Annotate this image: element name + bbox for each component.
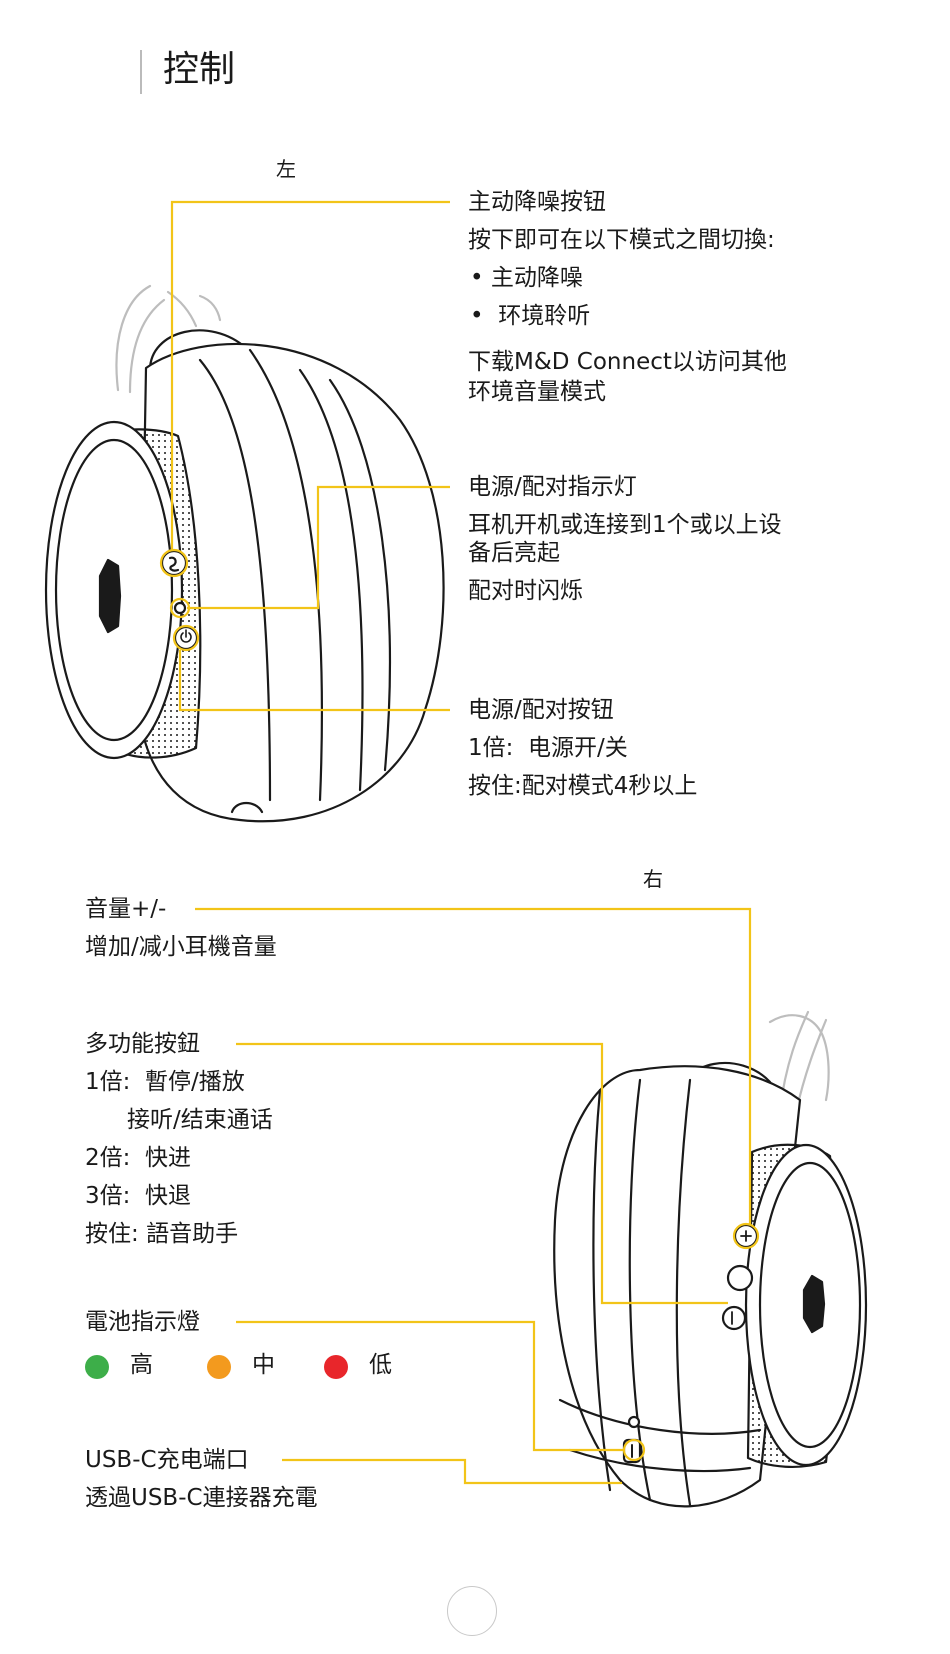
- anc-bullet-2: • 环境聆听: [470, 301, 590, 331]
- anc-heading: 主动降噪按钮: [468, 187, 606, 217]
- multi-row-2: 2倍: 快进: [85, 1143, 191, 1173]
- volume-heading: 音量+/-: [85, 894, 166, 924]
- multi-row-3: 3倍: 快退: [85, 1181, 191, 1211]
- battery-low-label: 低: [369, 1350, 392, 1380]
- page-number-circle: [447, 1586, 497, 1636]
- callout-usb: [282, 1460, 622, 1483]
- side-label-right: 右: [643, 866, 663, 892]
- power-line-1: 1倍: 电源开/关: [468, 733, 628, 763]
- anc-bullet-1: • 主动降噪: [470, 263, 583, 293]
- anc-bullet-1-text: 主动降噪: [491, 265, 583, 291]
- battery-high-label: 高: [130, 1350, 153, 1380]
- anc-desc: 按下即可在以下模式之間切換:: [468, 225, 775, 255]
- indicator-line-3: 配对时闪烁: [468, 576, 583, 606]
- anc-bullet-2-text: 环境聆听: [498, 303, 590, 329]
- multi-row-1b: 接听/结束通话: [127, 1105, 273, 1135]
- anc-note-line-2: 环境音量模式: [468, 377, 606, 407]
- power-heading: 电源/配对按钮: [468, 695, 614, 725]
- multi-row-3-key: 3倍:: [85, 1183, 130, 1209]
- anc-note-line-1: 下载M&D Connect以访问其他: [468, 347, 787, 377]
- multi-row-2-key: 2倍:: [85, 1145, 130, 1171]
- power-line-2-value: 配对模式4秒以上: [522, 773, 698, 799]
- usb-desc: 透過USB-C連接器充電: [85, 1483, 318, 1513]
- battery-mid-dot: [207, 1355, 231, 1379]
- multi-heading: 多功能按鈕: [85, 1029, 200, 1059]
- battery-mid-label: 中: [252, 1350, 275, 1380]
- battery-low-dot: [324, 1355, 348, 1379]
- multi-row-2-value: 快进: [145, 1145, 191, 1171]
- side-label-left: 左: [276, 156, 296, 182]
- multi-row-1-key: 1倍:: [85, 1069, 130, 1095]
- multi-row-4: 按住: 語音助手: [85, 1219, 238, 1249]
- battery-heading: 電池指示燈: [85, 1307, 200, 1337]
- indicator-line-2: 备后亮起: [468, 538, 560, 568]
- multi-row-3-value: 快退: [145, 1183, 191, 1209]
- multi-row-4-value: 語音助手: [146, 1221, 238, 1247]
- indicator-line-1: 耳机开机或连接到1个或以上设: [468, 510, 782, 540]
- multi-row-1: 1倍: 暫停/播放: [85, 1067, 245, 1097]
- volume-desc: 增加/减小耳機音量: [85, 932, 277, 962]
- power-line-1-key: 1倍:: [468, 735, 513, 761]
- indicator-heading: 电源/配对指示灯: [468, 472, 637, 502]
- usb-heading: USB-C充电端口: [85, 1445, 249, 1475]
- power-line-2-key: 按住:: [468, 773, 522, 799]
- multi-row-4-key: 按住:: [85, 1221, 139, 1247]
- power-line-2: 按住:配对模式4秒以上: [468, 771, 697, 801]
- battery-high-dot: [85, 1355, 109, 1379]
- multi-row-1-value: 暫停/播放: [145, 1069, 245, 1095]
- headphone-left-illustration: [46, 286, 444, 821]
- power-line-1-value: 电源开/关: [528, 735, 628, 761]
